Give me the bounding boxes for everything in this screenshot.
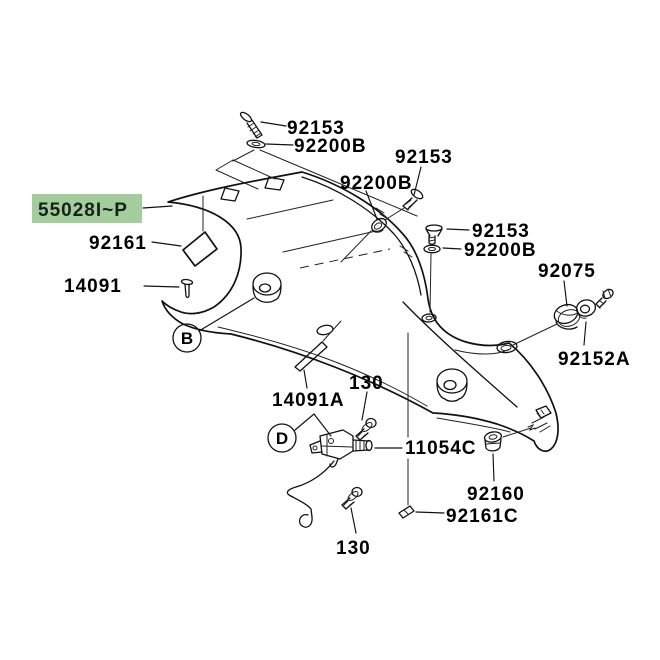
leader-screw-mid bbox=[413, 166, 422, 196]
part-label-washer-mid: 92200B bbox=[340, 173, 413, 194]
pointer-wedge-3 bbox=[215, 159, 234, 171]
part-label-latch: 11054C bbox=[405, 438, 477, 459]
cowling-bottom-crease bbox=[217, 326, 428, 407]
leader-washer-top bbox=[265, 143, 294, 146]
trim-strip-icon bbox=[294, 341, 328, 372]
pointer-wedge-2 bbox=[232, 159, 276, 180]
leader-washer-right bbox=[442, 247, 462, 250]
cowling-outline bbox=[161, 171, 559, 452]
pin-icon bbox=[180, 278, 194, 299]
leader-collar bbox=[583, 321, 587, 346]
oval-hole-tail-inner bbox=[500, 344, 512, 352]
part-label-grommet: 92160 bbox=[467, 484, 525, 505]
part-label-pin: 14091 bbox=[64, 276, 122, 297]
leader-view-d bbox=[294, 413, 332, 437]
leader-grommet bbox=[492, 453, 495, 482]
mount-tab-2 bbox=[264, 176, 285, 191]
edge-tick-1 bbox=[375, 207, 389, 220]
leader-trim bbox=[303, 369, 308, 389]
bolt-top-icon bbox=[355, 417, 377, 441]
view-d-circle bbox=[267, 423, 297, 453]
leader-pin bbox=[143, 285, 180, 288]
part-label-cowling: 55028I~P bbox=[38, 200, 128, 221]
leader-washer-mid bbox=[365, 190, 378, 220]
view-d-letter: D bbox=[276, 429, 288, 448]
screw-boss-hole bbox=[421, 313, 437, 323]
view-marker-b: B bbox=[172, 323, 202, 353]
bolt-bottom-icon bbox=[341, 486, 363, 510]
cowling-tail-bottom-inner bbox=[436, 417, 511, 433]
part-label-damper: 92075 bbox=[538, 261, 596, 282]
part-labels: 55028I~P 92153 92200B 92153 92200B 92153… bbox=[32, 118, 631, 559]
pin-small-icon bbox=[398, 505, 415, 519]
part-label-screw-right: 92153 bbox=[472, 221, 530, 242]
leader-screw-right bbox=[446, 228, 470, 231]
leader-washer-mid-cowl bbox=[340, 230, 372, 263]
cowling-inner-edge bbox=[301, 176, 422, 296]
tail-bracket-detail bbox=[527, 405, 552, 433]
part-icons bbox=[180, 111, 614, 528]
cowling-tail-inner-edge bbox=[402, 301, 518, 408]
part-label-screw-mid: 92153 bbox=[395, 147, 453, 168]
part-label-bolt-top: 130 bbox=[349, 373, 384, 394]
leader-screw-mid-tip bbox=[384, 207, 405, 221]
leader-grommet-striker bbox=[502, 427, 532, 438]
part-label-washer-right: 92200B bbox=[464, 240, 537, 261]
leader-damper-cowl bbox=[512, 323, 558, 346]
leader-bolt-top bbox=[361, 391, 368, 421]
surface-line-2 bbox=[282, 230, 377, 253]
screw-right-icon bbox=[425, 224, 443, 246]
leader-screw-right-boss bbox=[429, 253, 432, 313]
screw-mid-icon bbox=[402, 188, 424, 211]
part-label-collar: 92152A bbox=[558, 349, 631, 370]
part-label-screw-top: 92153 bbox=[287, 118, 345, 139]
screw-top-icon bbox=[239, 111, 263, 139]
latch-rod-icon bbox=[286, 460, 335, 528]
edge-tick-2 bbox=[399, 245, 413, 258]
leader-pad bbox=[151, 241, 182, 247]
screw-boss-hole-inner bbox=[425, 315, 433, 321]
leader-bolt-bottom bbox=[350, 507, 357, 534]
pad-icon bbox=[182, 231, 218, 267]
part-label-washer-top: 92200B bbox=[294, 136, 367, 157]
collar-icon bbox=[575, 299, 597, 319]
part-label-bolt-bottom: 130 bbox=[336, 538, 371, 559]
view-b-letter: B bbox=[181, 329, 193, 348]
cowling-body bbox=[161, 171, 559, 452]
surface-line-1 bbox=[246, 199, 334, 220]
leader-view-b bbox=[198, 297, 255, 332]
leader-trim-cowl bbox=[322, 320, 342, 342]
part-label-pin-small: 92161C bbox=[446, 506, 519, 527]
washer-right-icon bbox=[423, 244, 441, 254]
pointer-wedge-1 bbox=[215, 169, 259, 190]
highlighted-part-box bbox=[32, 194, 142, 223]
leader-damper bbox=[563, 280, 568, 307]
mount-tab-1 bbox=[220, 187, 240, 202]
latch-assembly-icon bbox=[309, 429, 373, 468]
view-marker-d: D bbox=[267, 423, 297, 453]
leader-pin-small bbox=[415, 511, 445, 514]
well-nut-front bbox=[252, 272, 282, 303]
leader-long-top bbox=[259, 149, 418, 217]
part-label-trim: 14091A bbox=[272, 390, 345, 411]
oval-hole-tail bbox=[496, 340, 518, 354]
leader-cowling bbox=[142, 205, 173, 209]
view-b-circle bbox=[172, 323, 202, 353]
washer-top-icon bbox=[246, 139, 266, 149]
collar-bolt-icon bbox=[595, 288, 614, 309]
leader-lines bbox=[142, 121, 587, 534]
part-label-pad: 92161 bbox=[89, 233, 147, 254]
leader-screw-top bbox=[260, 121, 287, 127]
grommet-icon bbox=[483, 431, 503, 452]
oval-hole-mid bbox=[316, 324, 334, 336]
pointer-wedge-4 bbox=[232, 149, 255, 162]
washer-mid-icon bbox=[371, 217, 387, 233]
well-nut-rear bbox=[436, 368, 468, 402]
